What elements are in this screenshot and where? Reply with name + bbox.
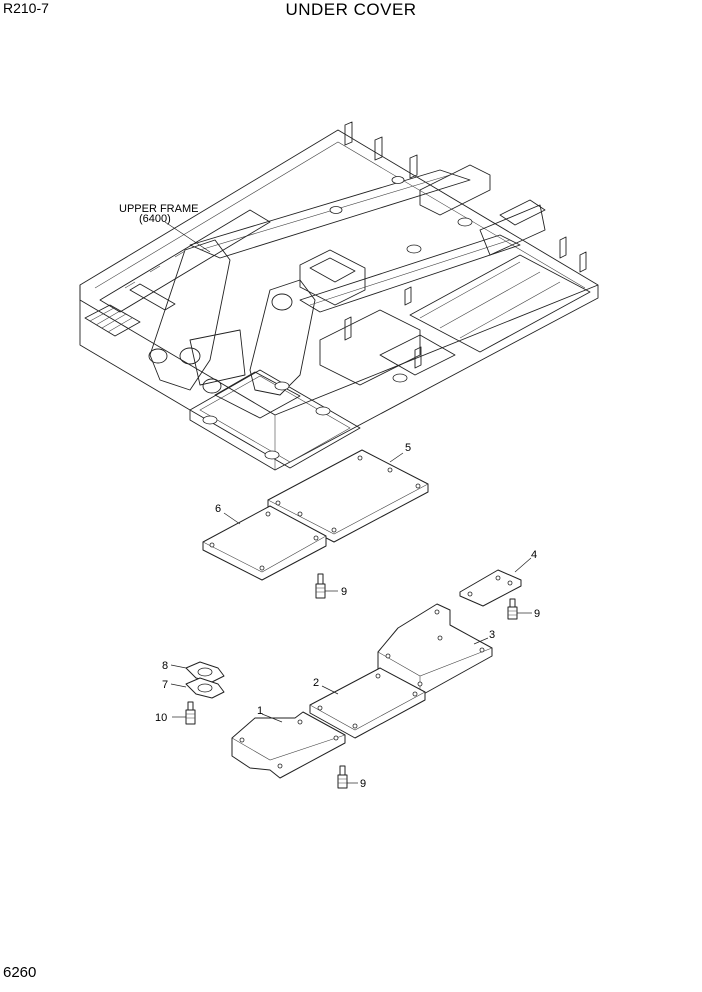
callout-1: 1 (257, 705, 263, 717)
callout-10: 10 (155, 712, 167, 724)
cover-plate-4[interactable] (459, 569, 522, 607)
callout-4: 4 (531, 549, 537, 561)
callout-9-c: 9 (360, 778, 366, 790)
leader-lines (164, 221, 532, 784)
bolt-9-b[interactable] (507, 598, 518, 620)
callout-2: 2 (313, 677, 319, 689)
frame-label-line2: (6400) (139, 213, 171, 225)
bolt-10[interactable] (185, 701, 196, 725)
callout-9-b: 9 (534, 608, 540, 620)
page-number: 6260 (3, 964, 37, 981)
callout-6: 6 (215, 503, 221, 515)
callout-9-a: 9 (341, 586, 347, 598)
cover-plate-6[interactable] (202, 505, 327, 581)
callout-3: 3 (489, 629, 495, 641)
cover-plate-1[interactable] (231, 711, 346, 779)
cover-plate-2[interactable] (309, 667, 426, 739)
callout-7: 7 (162, 679, 168, 691)
callout-8: 8 (162, 660, 168, 672)
upper-frame (79, 121, 599, 471)
cover-plate-5[interactable] (267, 449, 429, 543)
frame-label-line1: UPPER FRAME (119, 203, 198, 215)
gasket-8[interactable] (185, 661, 225, 683)
callout-5: 5 (405, 442, 411, 454)
model-code: R210-7 (3, 0, 49, 16)
bolt-9-c[interactable] (337, 765, 348, 789)
page-title: UNDER COVER (285, 0, 417, 19)
bolt-9-a[interactable] (315, 573, 326, 599)
cover-7[interactable] (185, 677, 225, 699)
